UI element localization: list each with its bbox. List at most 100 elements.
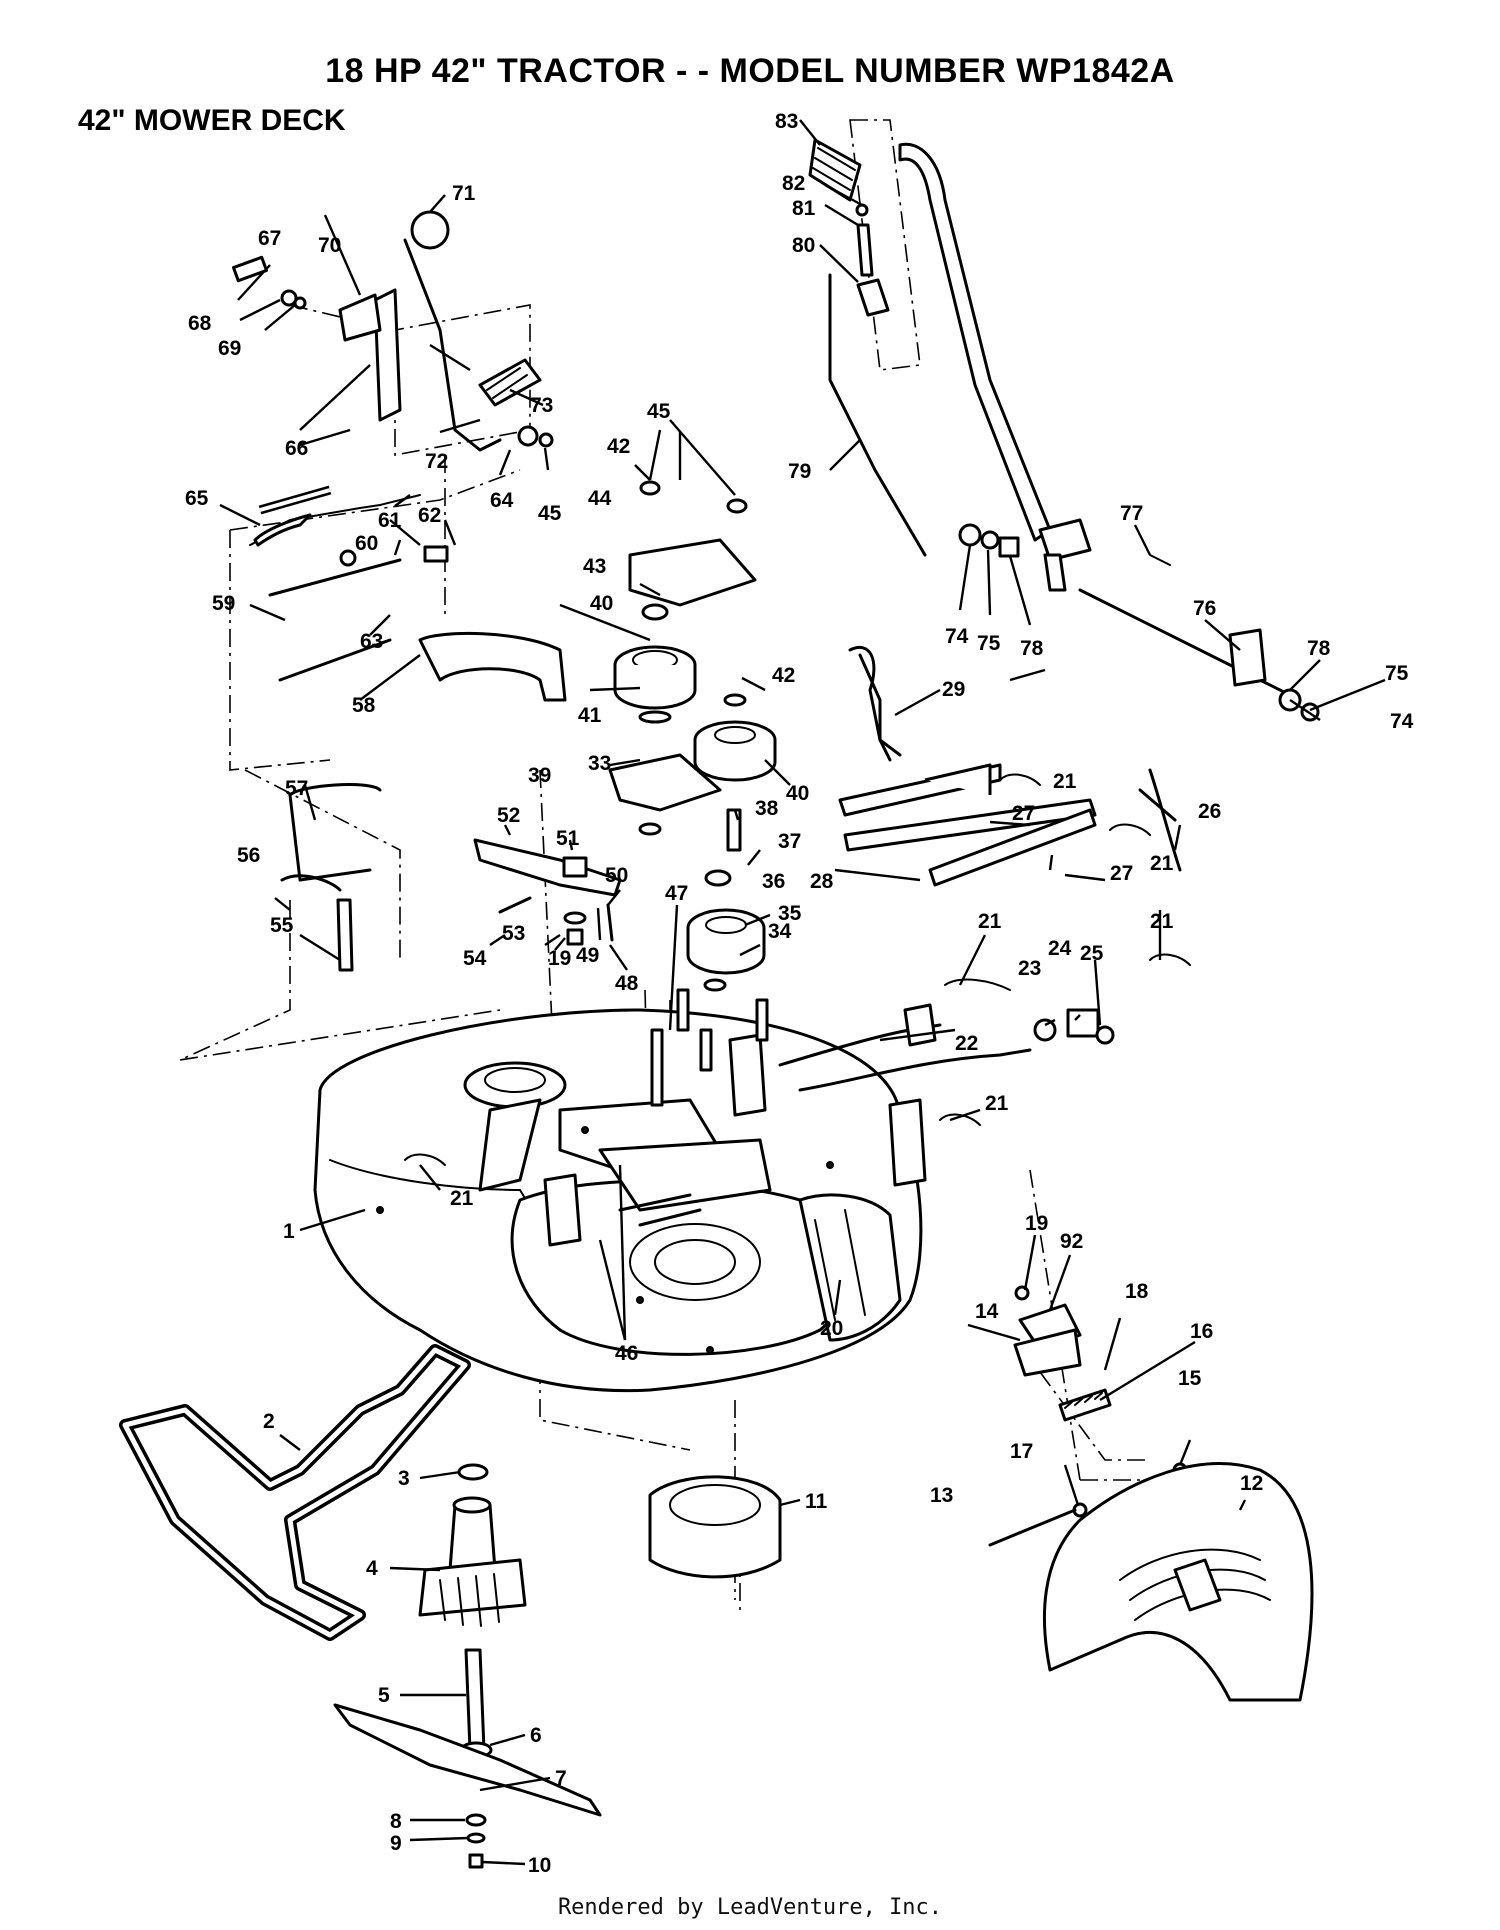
callout-61: 61 [378, 509, 402, 532]
callout-92: 92 [1060, 1230, 1083, 1253]
callout-64: 64 [490, 489, 514, 512]
callout-56: 56 [237, 844, 260, 867]
callout-21-side: 21 [1150, 852, 1174, 875]
callout-21-center: 21 [978, 910, 1002, 933]
diagram-subtitle: 42" MOWER DECK [78, 104, 346, 137]
callout-21-deck: 21 [450, 1187, 474, 1210]
callout-6: 6 [530, 1724, 542, 1747]
callout-70: 70 [318, 234, 341, 257]
left-linkage-parts [249, 485, 567, 972]
upper-right-control-parts [808, 138, 1320, 757]
callout-28: 28 [810, 870, 834, 893]
callout-5: 5 [378, 1684, 390, 1707]
callout-25: 25 [1080, 942, 1104, 965]
callout-13: 13 [930, 1484, 953, 1507]
blade-spindle-assembly [333, 1463, 602, 1869]
callout-41: 41 [578, 704, 602, 727]
callout-14: 14 [975, 1300, 999, 1323]
callout-68: 68 [188, 312, 212, 335]
callout-9: 9 [390, 1832, 402, 1855]
callout-29: 29 [942, 678, 965, 701]
callout-75-left: 75 [977, 632, 1001, 655]
callout-42-upper: 42 [607, 435, 630, 458]
callout-3: 3 [398, 1467, 410, 1490]
callout-58: 58 [352, 694, 376, 717]
callout-10: 10 [528, 1854, 551, 1877]
deck-cover-bracket-parts [988, 1285, 1314, 1702]
callout-18: 18 [1125, 1280, 1149, 1303]
callout-81: 81 [792, 197, 816, 220]
callout-2: 2 [263, 1410, 275, 1433]
callout-48: 48 [615, 972, 639, 995]
callout-21-lower: 21 [985, 1092, 1009, 1115]
callout-80: 80 [792, 234, 815, 257]
callout-40-upper: 40 [590, 592, 613, 615]
callout-16: 16 [1190, 1320, 1213, 1343]
callout-21-upper: 21 [1053, 770, 1077, 793]
callout-23: 23 [1018, 957, 1041, 980]
callout-36: 36 [762, 870, 785, 893]
callout-7: 7 [555, 1767, 567, 1790]
diagram-title: 18 HP 42" TRACTOR - - MODEL NUMBER WP184… [325, 52, 1175, 90]
callout-45-upper: 45 [647, 400, 671, 423]
callout-45-lever: 45 [538, 502, 562, 525]
callout-34: 34 [768, 920, 792, 943]
callout-43: 43 [583, 555, 606, 578]
callout-75-right: 75 [1385, 662, 1409, 685]
callout-78-right: 78 [1307, 637, 1331, 660]
callout-74-right: 74 [1390, 710, 1414, 733]
callout-21-right: 21 [1150, 910, 1174, 933]
callout-49: 49 [576, 944, 599, 967]
callout-51: 51 [556, 827, 580, 850]
callout-17: 17 [1010, 1440, 1033, 1463]
callout-54: 54 [463, 947, 487, 970]
callout-27-lower: 27 [1110, 862, 1133, 885]
callout-71: 71 [452, 182, 476, 205]
callout-37: 37 [778, 830, 801, 853]
callout-63: 63 [360, 630, 383, 653]
callout-62: 62 [418, 504, 441, 527]
callout-74-left: 74 [945, 625, 969, 648]
mower-deck-shell [313, 1008, 923, 1393]
callout-59: 59 [212, 592, 235, 615]
guide-lines [179, 119, 1170, 1615]
callout-27-upper: 27 [1012, 802, 1035, 825]
callout-46: 46 [615, 1342, 638, 1365]
callout-72: 72 [425, 450, 448, 473]
callout-4: 4 [366, 1557, 378, 1580]
callout-1: 1 [283, 1220, 295, 1243]
footer-credit: Rendered by LeadVenture, Inc. [557, 1895, 943, 1920]
callout-50: 50 [605, 864, 628, 887]
callout-78-left: 78 [1020, 637, 1044, 660]
callout-44: 44 [588, 487, 612, 510]
callout-69: 69 [218, 337, 241, 360]
callout-leaders [219, 119, 1386, 1866]
callout-15: 15 [1178, 1367, 1202, 1390]
callout-77: 77 [1120, 502, 1143, 525]
callout-66: 66 [285, 437, 308, 460]
callout-38: 38 [755, 797, 779, 820]
callout-8: 8 [390, 1810, 402, 1833]
callout-79: 79 [788, 460, 811, 483]
callout-26: 26 [1198, 800, 1221, 823]
idler-pulley-stack [608, 480, 777, 1107]
callout-40-lower: 40 [786, 782, 809, 805]
callout-33: 33 [588, 752, 611, 775]
callout-52: 52 [497, 804, 520, 827]
callout-73: 73 [530, 394, 553, 417]
callout-12: 12 [1240, 1472, 1263, 1495]
callout-55: 55 [270, 914, 294, 937]
callout-83: 83 [775, 110, 798, 133]
callout-24: 24 [1048, 937, 1072, 960]
callout-20: 20 [820, 1317, 843, 1340]
callout-19-deck: 19 [1025, 1212, 1048, 1235]
callout-22: 22 [955, 1032, 978, 1055]
callout-65: 65 [185, 487, 209, 510]
lift-lever-assembly [232, 210, 554, 452]
callout-82: 82 [782, 172, 805, 195]
callout-11: 11 [805, 1490, 828, 1513]
callout-39: 39 [528, 764, 551, 787]
callout-42-lower: 42 [772, 664, 795, 687]
